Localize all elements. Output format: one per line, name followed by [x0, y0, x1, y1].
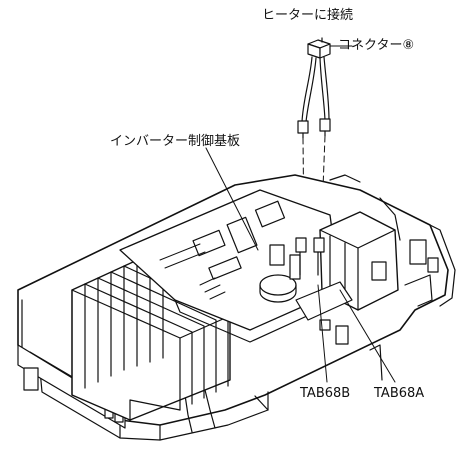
heater-connection-label: ヒーターに接続	[262, 8, 354, 23]
tab-terminals	[295, 237, 353, 345]
tab68a-label: TAB68A	[374, 386, 425, 401]
tab68b-label: TAB68B	[300, 386, 351, 401]
inverter-control-board	[119, 189, 343, 343]
wire-harness	[297, 56, 331, 139]
tab68b-leader	[317, 284, 328, 383]
tab68a-leader	[339, 289, 396, 383]
inverter-board-label: インバーター制御基板	[110, 134, 241, 149]
connector-label: コネクター⑧	[338, 38, 415, 53]
board-leader	[205, 147, 259, 251]
connector-8	[307, 37, 331, 59]
